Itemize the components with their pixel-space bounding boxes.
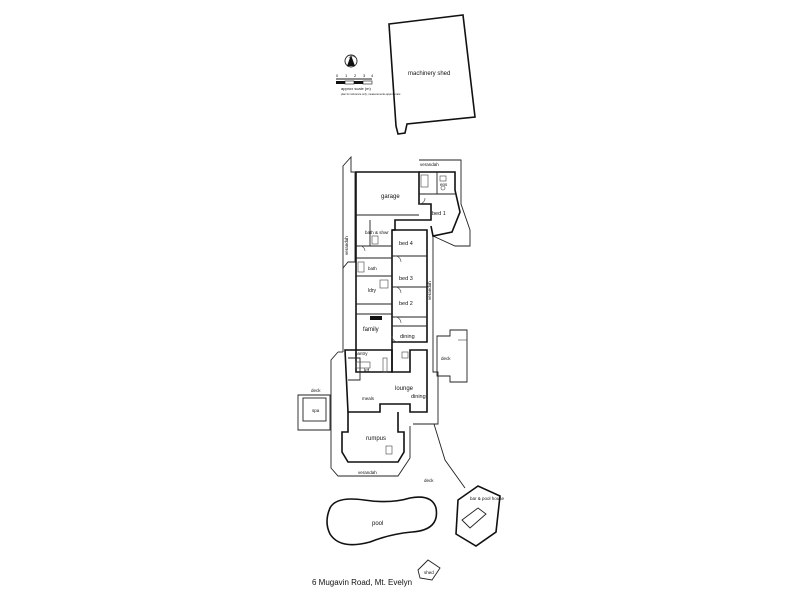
room-label-meals: meals xyxy=(362,396,375,401)
room-family: family xyxy=(356,313,392,333)
room-label-pool: pool xyxy=(372,521,383,527)
verandah-outline xyxy=(330,155,471,489)
machinery-shed: machinery shed xyxy=(388,14,476,135)
room-label-verandah-left: verandah xyxy=(344,236,349,255)
room-label-deck-bottom: deck xyxy=(424,478,434,483)
room-kitchen: kit. pantry xyxy=(348,351,388,381)
room-label-bath: bath xyxy=(368,266,377,271)
room-label-lounge: lounge xyxy=(395,386,414,392)
scale-tick: 2 xyxy=(354,73,357,78)
room-label-bed3: bed 3 xyxy=(399,276,413,282)
room-label-deck-right: deck xyxy=(441,356,451,361)
scale-tick: 1 xyxy=(345,73,348,78)
room-label-bath-shwr: bath & shwr xyxy=(365,230,389,235)
room-label-ldry: ldry xyxy=(368,288,377,294)
scale-tick: 3 xyxy=(363,73,366,78)
room-label-shed: shed xyxy=(424,570,434,575)
room-lounge: lounge xyxy=(395,351,414,392)
room-label-bed1: bed 1 xyxy=(432,211,446,217)
scale-label: approx scale (m) xyxy=(341,86,371,91)
scale-tick: 0 xyxy=(336,73,339,78)
room-label-verandah-top: verandah xyxy=(420,162,439,167)
door-swings xyxy=(359,197,426,343)
room-label-bed2: bed 2 xyxy=(399,301,413,307)
room-label-verandah-right: verandah xyxy=(427,281,432,300)
scale-note: plan for reference only; measurements ap… xyxy=(341,92,401,96)
room-wc-ldry: bath ldry xyxy=(356,257,392,305)
scale-bar: 0 1 2 3 4 approx scale (m) plan for refe… xyxy=(336,73,401,96)
room-label-deck-left: deck xyxy=(311,388,321,393)
room-label-kit: kit. xyxy=(364,368,370,374)
scale-tick: 4 xyxy=(371,73,374,78)
room-label-spa: spa xyxy=(312,408,320,413)
room-meals: meals xyxy=(362,396,375,401)
garden-shed: shed xyxy=(417,559,441,581)
room-label-family: family xyxy=(363,327,379,333)
room-label-ens: ens xyxy=(440,182,448,187)
room-label-pantry: pantry xyxy=(355,351,368,356)
room-bed2: bed 2 xyxy=(392,301,427,318)
room-bed3: bed 3 xyxy=(392,276,427,288)
room-label-dining-lower: dining xyxy=(411,394,426,400)
room-label-rumpus: rumpus xyxy=(366,436,386,442)
north-compass-icon xyxy=(344,54,358,68)
room-label-dining-upper: dining xyxy=(400,334,415,340)
room-label-bed4: bed 4 xyxy=(399,241,413,247)
room-dining-lower: dining xyxy=(411,394,426,400)
room-label-machinery-shed: machinery shed xyxy=(408,71,450,77)
room-bed4: bed 4 xyxy=(392,241,427,257)
room-rumpus: rumpus xyxy=(366,436,393,455)
property-address-caption: 6 Mugavin Road, Mt. Evelyn xyxy=(312,578,413,587)
room-label-bar-pool-house: bar & pool house xyxy=(470,496,505,501)
room-bath-shwr: bath & shwr xyxy=(356,220,392,247)
bar-pool-house: bar & pool house xyxy=(455,485,505,547)
room-garage: garage xyxy=(356,194,419,216)
room-label-verandah-bottom: verandah xyxy=(358,470,377,475)
deck-left: deck spa xyxy=(297,388,331,431)
room-dining-upper: dining xyxy=(392,325,427,340)
deck-right: deck xyxy=(436,329,468,383)
room-label-garage: garage xyxy=(381,194,400,200)
house-outer-walls xyxy=(341,171,461,463)
room-bed1: bed 1 ens xyxy=(419,172,455,217)
pool: pool xyxy=(326,496,438,546)
